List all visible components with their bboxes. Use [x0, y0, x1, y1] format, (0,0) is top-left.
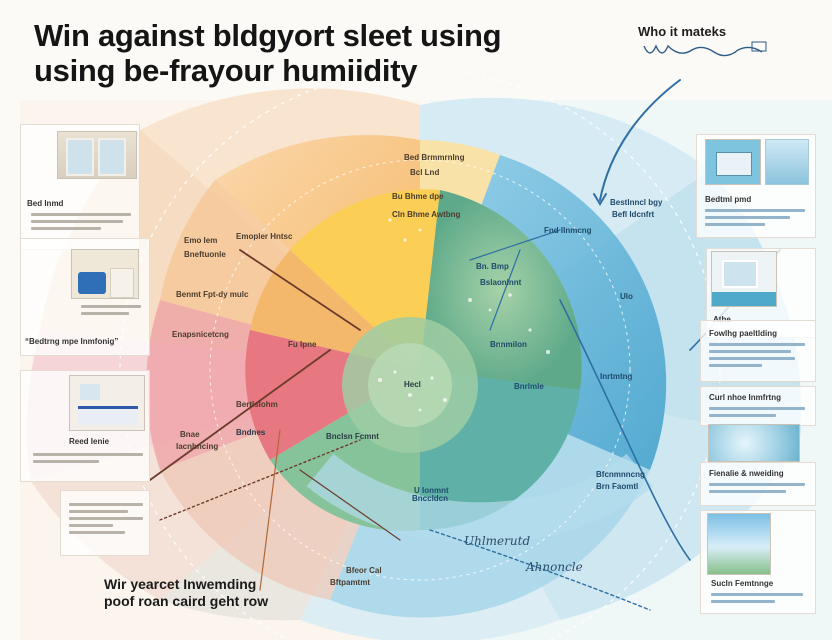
segment-label: Bfcnmnncng: [596, 470, 645, 479]
segment-label: Bn. Bmp: [476, 262, 509, 271]
coastal-sky-photo: [707, 513, 771, 575]
right-card-1: Bedtml pmd: [696, 134, 816, 238]
segment-label: Bed Brmmrnlng: [404, 153, 465, 162]
right-card-5-caption: Fienalie & nweiding: [709, 469, 784, 478]
left-card-2: “Bedtrng mpe Inmfonig”: [20, 238, 150, 356]
blue-wall-photo: [765, 139, 809, 185]
right-card-4-caption: Curl nhoe Inmfrtng: [709, 393, 781, 402]
segment-label: Emo Iem: [184, 236, 218, 245]
arrow-dark-mid: [239, 249, 361, 331]
segment-label: Hecl: [404, 380, 421, 389]
segment-label: U Ionmnt: [414, 486, 449, 495]
corner-label: Who it mateks: [638, 24, 727, 39]
segment-label: Bnccldcn: [412, 494, 449, 503]
segment-label: Bertlslohm: [236, 400, 278, 409]
segment-label: Iacnhncing: [176, 442, 219, 451]
segment-label: Bestlnncl bgy: [610, 198, 663, 207]
segment-label: Befl Idcnfrt: [612, 210, 655, 219]
bright-room-photo: [711, 251, 777, 307]
living-room-photo: [71, 249, 139, 299]
bedroom-bed-photo: [69, 375, 145, 431]
humidifier-mist-photo: [708, 424, 800, 462]
blue-sweep: [306, 453, 654, 545]
segment-label: Fu Ipne: [288, 340, 317, 349]
segment-label: Bslaonlnnt: [480, 278, 522, 287]
center-disc-inner: [368, 343, 452, 427]
segment-label: Bnrlmle: [514, 382, 544, 391]
right-card-4-text: [709, 407, 805, 421]
segment-label: Ulo: [620, 292, 633, 301]
script-word: Uhlmerutd: [464, 534, 531, 548]
arrow-orange-up: [259, 429, 281, 591]
segment-label: Bnnmilon: [490, 340, 527, 349]
bottom-caption-line-2: poof roan caird geht row: [104, 593, 269, 609]
segment-label: Bnae: [180, 430, 200, 439]
left-card-4-text: [69, 503, 143, 538]
segment-label: Benmt Fpt-dy mulc: [176, 290, 249, 299]
arrow-blue-small2: [489, 249, 521, 331]
page-title: Win against bldgyort sleet using using b…: [34, 18, 594, 88]
left-card-3: Reed Ienie: [20, 370, 150, 482]
left-card-2-text: [81, 305, 141, 319]
right-card-3-caption: Fowlhg paeltlding: [709, 329, 777, 338]
segment-label: Fnd Ilnmcng: [544, 226, 592, 235]
segment-label: Bftpamtmt: [330, 578, 370, 587]
arrow-dark-diag: [299, 469, 401, 541]
segment-label: Cln Bhme Awtbng: [392, 210, 461, 219]
segment-label: Inrtmtng: [600, 372, 633, 381]
arrow-dark-low: [159, 439, 361, 521]
right-card-1-caption: Bedtml pmd: [705, 195, 752, 204]
left-card-3-text: [33, 453, 143, 467]
script-word: Ahnoncle: [526, 560, 583, 574]
arrow-blue-small: [469, 229, 561, 261]
segment-label: Bneftuonle: [184, 250, 226, 259]
right-card-5-text: [709, 483, 805, 497]
segment-label: Bcl Lnd: [410, 168, 440, 177]
bottom-caption: Wir yearcet Inwemding poof roan caird ge…: [104, 576, 334, 610]
left-card-1: Bed Inmd: [20, 124, 140, 250]
arrow-top-right-head: [593, 193, 607, 206]
left-card-4: [60, 490, 150, 556]
segment-label: Brn Faomtl: [596, 482, 639, 491]
left-card-1-caption: Bed Inmd: [27, 199, 64, 208]
segment-label: Enapsnicetcng: [172, 330, 229, 339]
segment-label: Bnclsn Fcmnt: [326, 432, 379, 441]
right-card-5: Fienalie & nweiding: [700, 462, 816, 506]
right-card-3-text: [709, 343, 805, 371]
guide-ring-2: [209, 159, 631, 581]
segment-label: Bndnes: [236, 428, 266, 437]
right-card-4: Curl nhoe Inmfrtng: [700, 386, 816, 426]
arrow-blue-lower: [559, 299, 691, 561]
bedroom-window-photo: [57, 131, 137, 179]
arrow-top-right: [599, 79, 681, 201]
arrow-blue-bottom: [429, 529, 651, 611]
bottom-caption-line-1: Wir yearcet Inwemding: [104, 576, 257, 592]
segment-label: Emopler Hntsc: [236, 232, 293, 241]
corner-script-logo: [643, 41, 767, 57]
segment-label: Bu Bhme dpe: [392, 192, 444, 201]
left-card-3-caption: Reed Ienie: [69, 437, 110, 446]
title-line-2: using be-frayour humiidity: [34, 53, 418, 88]
right-card-3: Fowlhg paeltlding: [700, 320, 816, 382]
right-card-6: Sucln Femtnnge: [700, 510, 816, 614]
arrow-dark-left: [149, 349, 331, 481]
left-card-1-text: [31, 213, 131, 234]
speckles: [378, 218, 550, 412]
air-conditioner-photo: [705, 139, 761, 185]
title-line-1: Win against bldgyort sleet using: [34, 18, 502, 53]
right-card-6-text: [711, 593, 803, 607]
right-card-6-caption: Sucln Femtnnge: [711, 579, 774, 588]
right-card-2-caption: Athe: [713, 315, 731, 324]
right-card-1-text: [705, 209, 805, 230]
left-card-2-caption: “Bedtrng mpe Inmfonig”: [25, 337, 119, 346]
segment-label: Bfeor Cal: [346, 566, 382, 575]
